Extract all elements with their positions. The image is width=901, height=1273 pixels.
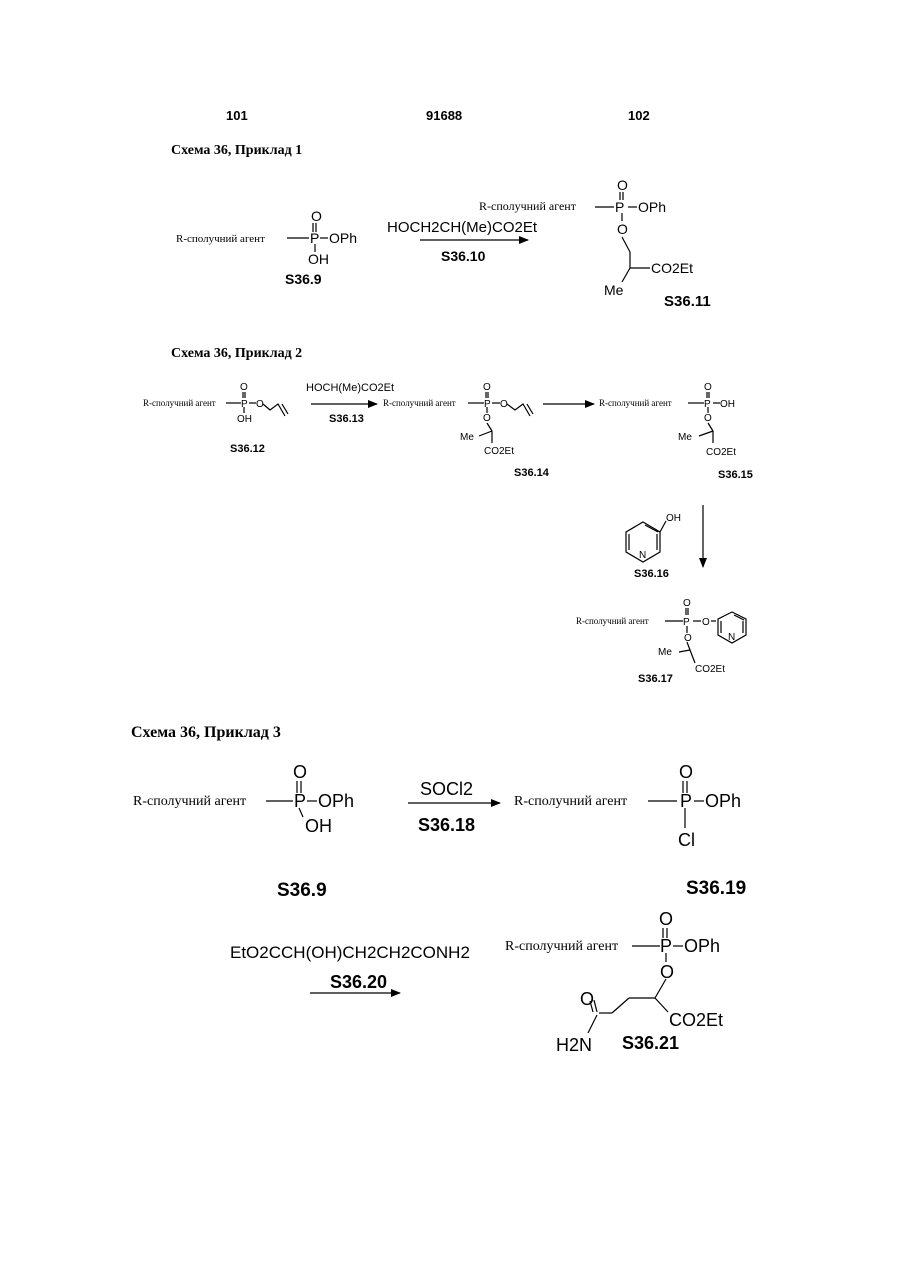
ex2-product-methyl: Me [658, 647, 672, 658]
ex3-reagent-formula: SOCl2 [420, 779, 473, 799]
ex3-product-ester-oxygen: O [660, 962, 674, 982]
ex1-product-oxo: O [617, 177, 628, 193]
ex3-chloride-ophenyl: OPh [705, 791, 741, 811]
ex2-acid-id: S36.15 [718, 469, 753, 481]
ex3-reactant-phosphorus: P [294, 791, 306, 811]
ex2-intermediate-agent-label: R-сполучний агент [383, 398, 456, 408]
ex1-reagent-formula: HOCH2CH(Me)CO2Et [387, 219, 538, 236]
ex1-reagent-id: S36.10 [441, 248, 486, 264]
ex2-reagent-id: S36.13 [329, 413, 364, 425]
ex2-product-aryloxy: O [702, 617, 710, 628]
ex3-product-oxo: O [659, 909, 673, 929]
ex2-reactant-agent-label: R-сполучний агент [143, 398, 216, 408]
ex2-acid-methyl: Me [678, 432, 692, 443]
ex2-pyridinol-id: S36.16 [634, 568, 669, 580]
ex1-product-agent-label: R-сполучний агент [479, 199, 577, 213]
ex2-intermediate-phosphorus: P [484, 399, 491, 410]
ex3-chloride-id: S36.19 [686, 878, 746, 899]
ex2-reactant-oxo: O [240, 382, 248, 393]
ex2-product-agent-label: R-сполучний агент [576, 616, 649, 626]
ex2-acid-ester-oxygen: O [704, 413, 712, 424]
ex2-product-phosphorus: P [683, 617, 690, 628]
ex1-reactant-agent-label: R-сполучний агент [176, 233, 265, 245]
ex3-product-phosphorus: P [660, 936, 672, 956]
ex3-product-ophenyl: OPh [684, 936, 720, 956]
ex2-product-id: S36.17 [638, 673, 673, 685]
ex2-reactant-phosphorus: P [241, 399, 248, 410]
ex3-reagent2-formula: EtO2CCH(OH)CH2CH2CONH2 [230, 943, 470, 962]
ex2-product-ester-oxygen: O [684, 633, 692, 644]
ex1-product-ophenyl: OPh [638, 199, 666, 215]
ex3-chloride-agent-label: R-сполучний агент [514, 794, 627, 809]
ex2-product-oxo: O [683, 598, 691, 609]
ex1-product-ester: CO2Et [651, 260, 693, 276]
ex3-reactant-oxo: O [293, 762, 307, 782]
ex2-intermediate-allyloxy: O [500, 399, 508, 410]
ex1-product-phosphorus: P [615, 199, 624, 215]
ex3-product-id: S36.21 [622, 1033, 679, 1053]
ex1-product-id: S36.11 [664, 293, 711, 310]
ex2-acid-ester: CO2Et [706, 447, 736, 458]
ex1-reactant-oxo: O [311, 208, 322, 224]
ex2-intermediate-methyl: Me [460, 432, 474, 443]
ex3-chloride-chlorine: Cl [678, 830, 695, 850]
ex1-product-methyl: Me [604, 282, 624, 298]
ex3-product-amide-oxo: O [580, 989, 594, 1009]
ex3-product-agent-label: R-сполучний агент [505, 939, 618, 954]
ex3-reagent2-id: S36.20 [330, 972, 387, 992]
ex2-acid-agent-label: R-сполучний агент [599, 398, 672, 408]
ex2-intermediate-oxo: O [483, 382, 491, 393]
ex1-reactant-hydroxyl: OH [308, 251, 329, 267]
ex2-reactant-allyloxy: O [256, 399, 264, 410]
ex3-product-amine: H2N [556, 1035, 592, 1055]
ex3-reagent-id: S36.18 [418, 815, 475, 835]
ex2-intermediate-ester: CO2Et [484, 446, 514, 457]
ex3-chloride-phosphorus: P [680, 791, 692, 811]
ex3-reactant-hydroxyl: OH [305, 816, 332, 836]
ex3-chloride-oxo: O [679, 762, 693, 782]
ex2-acid-phosphorus: P [704, 399, 711, 410]
ex3-reactant-id: S36.9 [277, 880, 327, 901]
ex2-intermediate-ester-oxygen: O [483, 413, 491, 424]
ex1-reactant-ophenyl: OPh [329, 230, 357, 246]
ex2-pyridinol-hydroxyl: OH [666, 513, 681, 524]
ex2-reactant-id: S36.12 [230, 443, 265, 455]
ex2-product-ester: CO2Et [695, 664, 725, 675]
ex2-reactant-hydroxyl: OH [237, 414, 252, 425]
ex2-reagent-formula: HOCH(Me)CO2Et [306, 382, 394, 394]
ex2-intermediate-id: S36.14 [514, 467, 550, 479]
ex2-acid-oxo: O [704, 382, 712, 393]
ex1-product-ester-oxygen: O [617, 221, 628, 237]
ex3-product-ester: CO2Et [669, 1010, 723, 1030]
ex3-reactant-agent-label: R-сполучний агент [133, 794, 246, 809]
ex1-reactant-id: S36.9 [285, 271, 322, 287]
ex2-pyridinol-nitrogen: N [639, 550, 646, 561]
ex2-acid-hydroxyl: OH [720, 399, 735, 410]
ex3-reactant-ophenyl: OPh [318, 791, 354, 811]
ex1-reactant-phosphorus: P [310, 230, 319, 246]
ex2-product-pyridine-nitrogen: N [728, 632, 735, 643]
